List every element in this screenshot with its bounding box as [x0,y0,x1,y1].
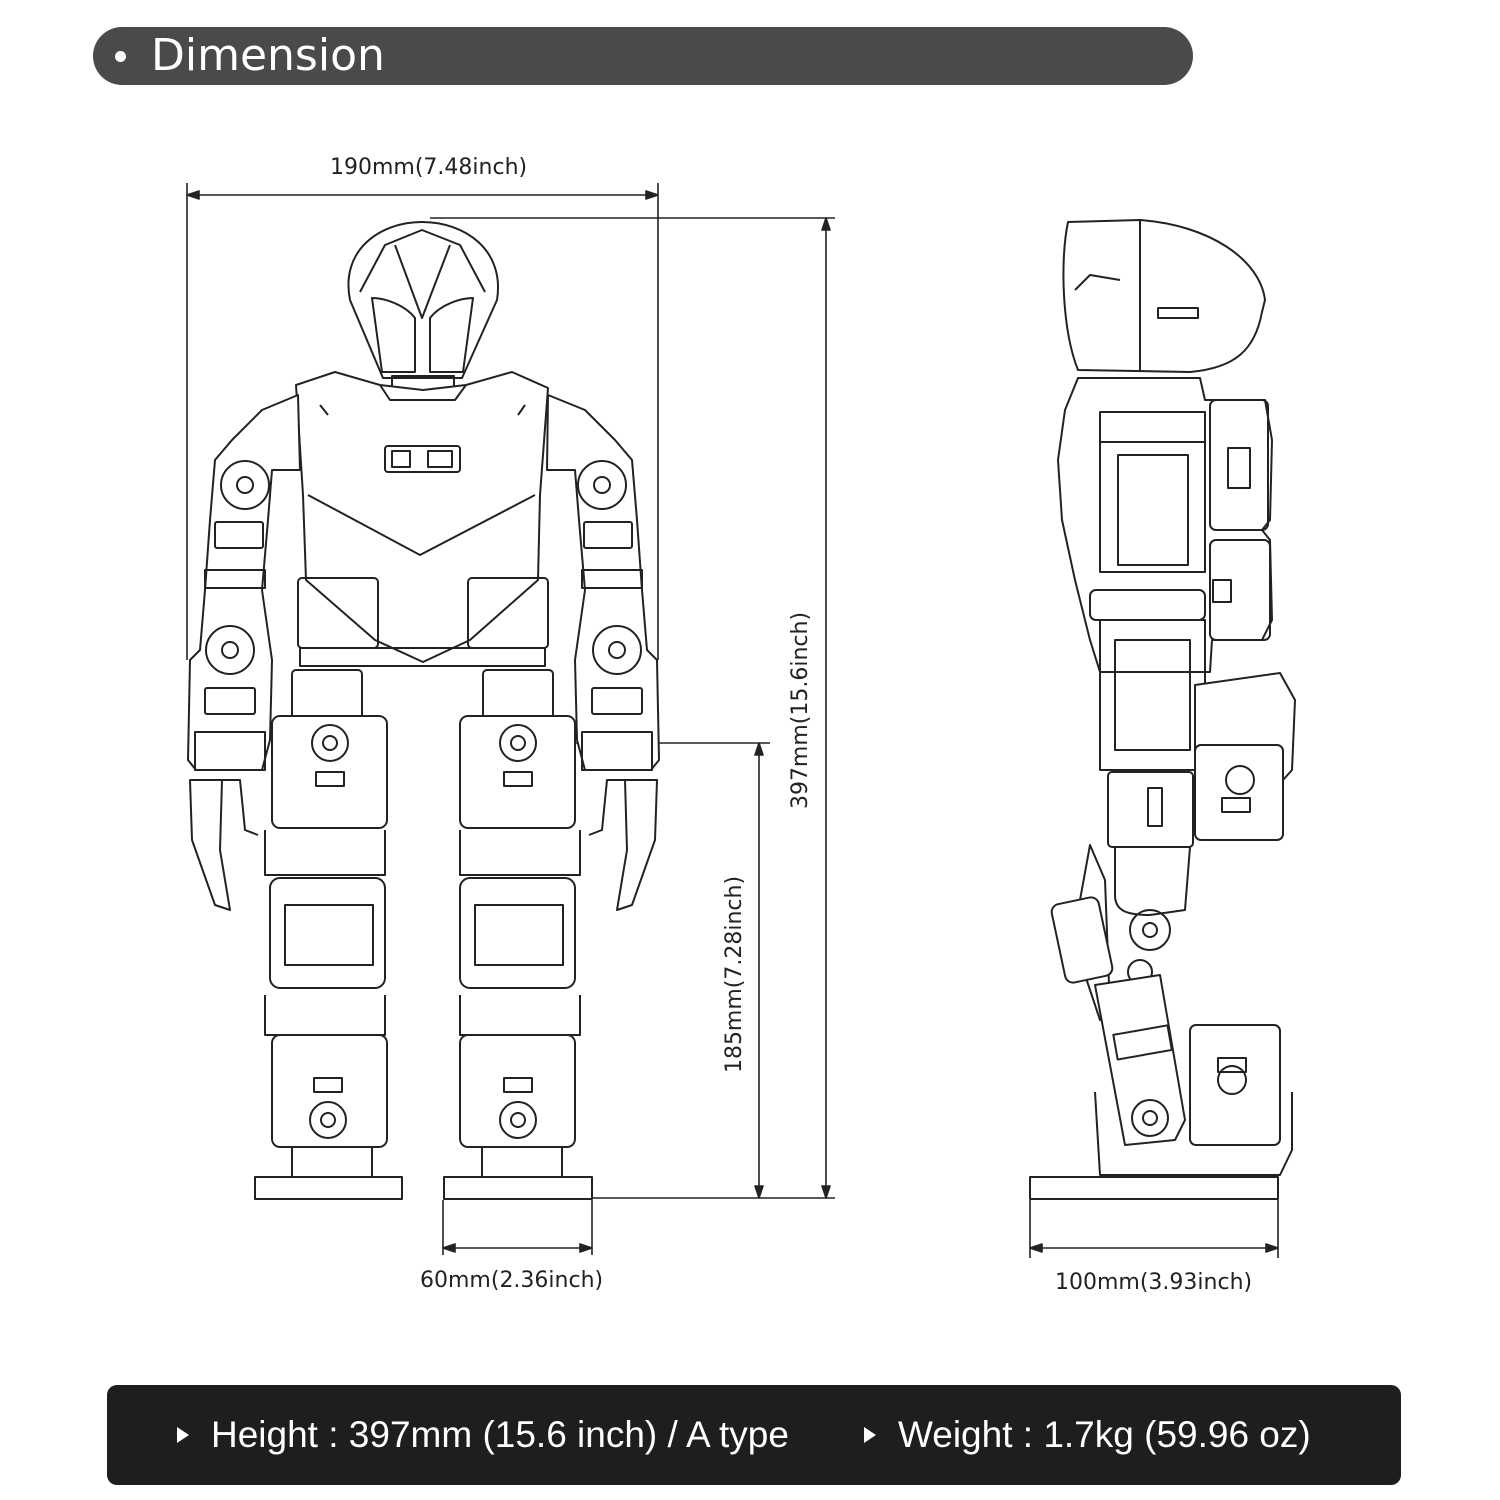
section-header: Dimension [93,27,1193,85]
hip-height-label: 185mm(7.28inch) [722,875,748,1074]
arrow-right-icon [864,1427,876,1443]
foot-width-label: 60mm(2.36inch) [420,1268,604,1293]
dimension-lines [186,183,1279,1258]
height-spec: Height : 397mm (15.6 inch) / A type [177,1413,789,1457]
foot-length-label: 100mm(3.93inch) [1055,1270,1253,1295]
weight-spec: Weight : 1.7kg (59.96 oz) [864,1413,1311,1457]
bullet-icon [115,51,126,62]
weight-spec-text: Weight : 1.7kg (59.96 oz) [898,1414,1311,1455]
width-label: 190mm(7.48inch) [330,155,528,180]
robot-side-view [1029,219,1296,1200]
height-spec-text: Height : 397mm (15.6 inch) / A type [211,1414,789,1455]
robot-front-view [187,221,660,1200]
section-title: Dimension [151,30,385,81]
spec-bar: Height : 397mm (15.6 inch) / A type Weig… [107,1385,1401,1485]
arrow-right-icon [177,1427,189,1443]
height-label: 397mm(15.6inch) [788,611,814,810]
